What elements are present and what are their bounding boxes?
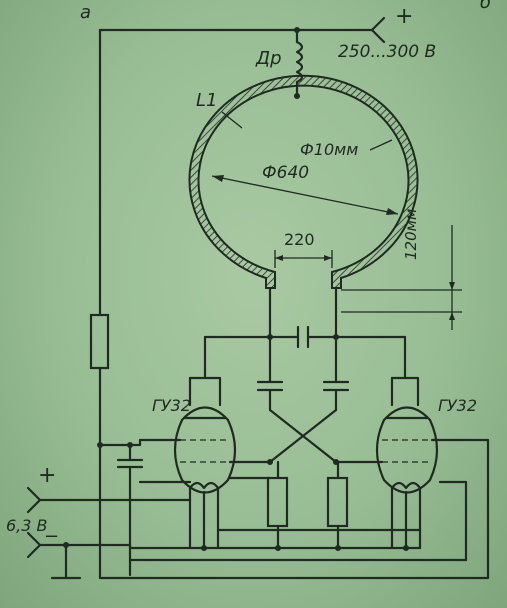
wire-diameter-leader	[369, 139, 393, 151]
loop-inductor	[188, 74, 419, 289]
lead-length-dimension	[341, 225, 462, 330]
right-tube	[334, 376, 482, 550]
supply-voltage-label: 250...300 В	[338, 42, 437, 62]
feedback-capacitors	[256, 335, 350, 465]
grid-resistors	[266, 460, 349, 550]
filament-voltage-label: 6,3 В	[6, 516, 48, 535]
left-tube	[138, 376, 272, 550]
tube-right-label: ГУ32	[438, 396, 478, 415]
choke-coil	[294, 28, 304, 99]
filament-minus-label: −	[44, 526, 60, 547]
wire-diameter-label: Ф10мм	[300, 140, 359, 159]
terminal-a-label: а	[80, 2, 92, 23]
loop-label: L1	[196, 90, 218, 111]
loop-diameter-label: Ф640	[262, 163, 310, 183]
loop-label-leader	[221, 111, 243, 129]
tube-left-label: ГУ32	[152, 396, 192, 415]
loop-leads	[267, 286, 339, 340]
gap-width-label: 220	[284, 230, 315, 249]
plus-supply-symbol: +	[395, 4, 414, 29]
top-supply-wire	[98, 27, 374, 33]
filament-plus-label: +	[38, 463, 57, 488]
loop-diameter-dimension	[211, 175, 399, 215]
plus-terminal	[370, 16, 386, 44]
choke-label: Др	[256, 48, 282, 69]
terminal-b-label: б	[480, 0, 492, 13]
screen-bypass-capacitor	[116, 442, 144, 577]
bus-wires	[38, 438, 490, 580]
lead-length-label: 120мм	[402, 208, 420, 260]
dropping-resistor	[89, 313, 110, 370]
gap-dimension	[274, 250, 333, 268]
filament-terminals	[26, 486, 82, 580]
plate-wires	[203, 325, 407, 380]
